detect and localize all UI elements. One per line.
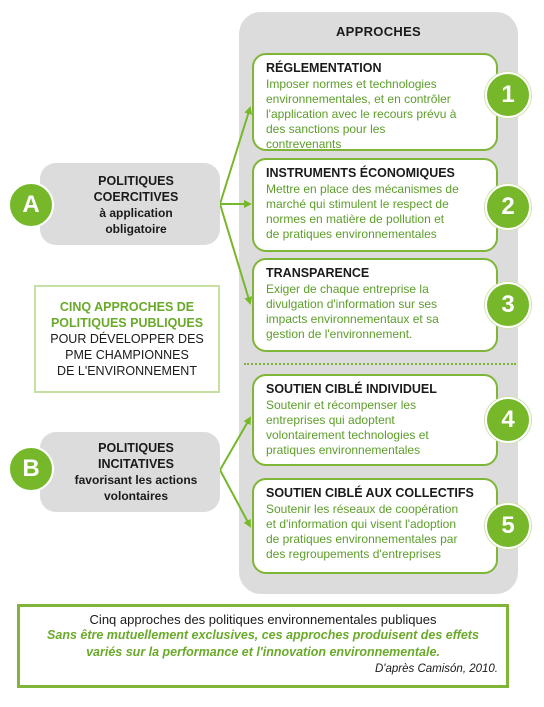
arrow-a-to-1 — [219, 106, 253, 205]
arrow-a-to-3 — [219, 203, 253, 305]
approach-desc: Imposer normes et technologies environne… — [266, 77, 457, 151]
approach-desc: Mettre en place des mécanismes de marché… — [266, 182, 459, 241]
approach-box-transparence: TRANSPARENCE Exiger de chaque entreprise… — [252, 258, 498, 352]
approach-title: RÉGLEMENTATION — [266, 61, 382, 75]
approach-number-3: 3 — [485, 282, 531, 328]
approach-box-soutien-individuel: SOUTIEN CIBLÉ INDIVIDUEL Soutenir et réc… — [252, 374, 498, 466]
arrow-b-to-5 — [219, 469, 251, 528]
caption-title: Cinq approches des politiques environnem… — [89, 612, 437, 627]
policy-coercitive: POLITIQUES COERCITIVES à application obl… — [40, 163, 220, 245]
center-title-box: CINQ APPROCHES DE POLITIQUES PUBLIQUES P… — [34, 285, 220, 393]
arrow-b-to-4 — [219, 416, 251, 471]
approach-desc: Exiger de chaque entreprise la divulgati… — [266, 282, 439, 341]
policy-letter-b: B — [8, 446, 54, 492]
approach-number-2: 2 — [485, 184, 531, 230]
approach-number-4: 4 — [485, 397, 531, 443]
policy-a-sub: à application obligatoire — [99, 206, 173, 236]
approach-number-5: 5 — [485, 503, 531, 549]
policy-b-line1: POLITIQUES — [98, 441, 174, 455]
policy-b-line2: INCITATIVES — [98, 457, 174, 471]
approach-title: INSTRUMENTS ÉCONOMIQUES — [266, 166, 455, 180]
approach-desc: Soutenir les réseaux de coopération et d… — [266, 502, 459, 561]
policy-letter-a: A — [8, 182, 54, 228]
policy-b-sub: favorisant les actions volontaires — [74, 473, 198, 503]
center-line5: DE L'ENVIRONNEMENT — [57, 364, 197, 378]
section-divider — [244, 363, 516, 365]
caption-box: Cinq approches des politiques environnem… — [17, 604, 509, 688]
policy-a-line2: COERCITIVES — [93, 190, 179, 204]
approach-title: SOUTIEN CIBLÉ INDIVIDUEL — [266, 382, 437, 396]
approach-title: TRANSPARENCE — [266, 266, 370, 280]
caption-source: D'après Camisón, 2010. — [374, 663, 498, 675]
center-line2: POLITIQUES PUBLIQUES — [50, 316, 204, 330]
approach-box-reglementation: RÉGLEMENTATION Imposer normes et technol… — [252, 53, 498, 151]
approach-box-soutien-collectifs: SOUTIEN CIBLÉ AUX COLLECTIFS Soutenir le… — [252, 478, 498, 574]
caption-note: Sans être mutuellement exclusives, ces a… — [47, 628, 479, 659]
center-line4: PME CHAMPIONNES — [65, 348, 189, 362]
policy-a-line1: POLITIQUES — [98, 174, 174, 188]
panel-title: APPROCHES — [335, 24, 422, 39]
approach-box-instruments: INSTRUMENTS ÉCONOMIQUES Mettre en place … — [252, 158, 498, 252]
center-line3: POUR DÉVELOPPER DES — [50, 332, 204, 346]
approach-desc: Soutenir et récompenser les entreprises … — [266, 398, 429, 457]
policy-incitative: POLITIQUES INCITATIVES favorisant les ac… — [40, 432, 220, 512]
center-line1: CINQ APPROCHES DE — [59, 300, 195, 314]
approach-number-1: 1 — [485, 72, 531, 118]
approach-title: SOUTIEN CIBLÉ AUX COLLECTIFS — [266, 486, 474, 500]
